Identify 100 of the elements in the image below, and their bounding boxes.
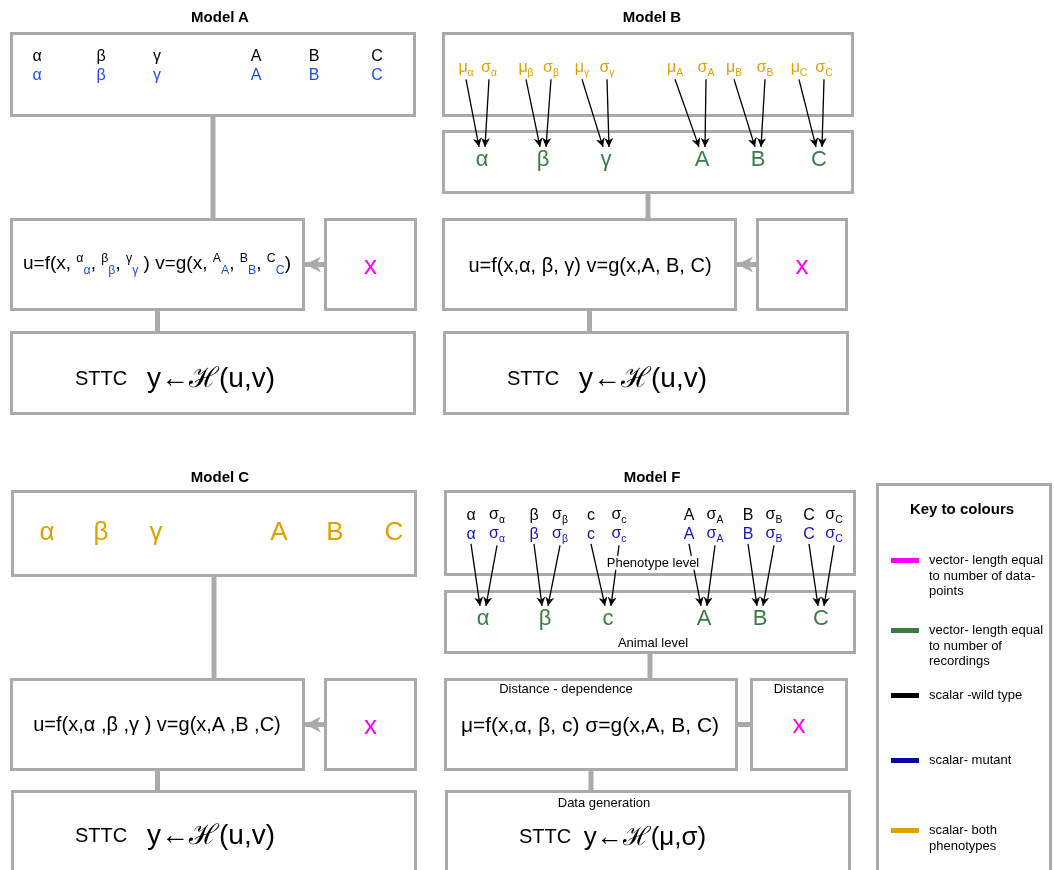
parameter-symbol: β	[538, 605, 552, 631]
parameter-symbol: A	[683, 525, 695, 543]
output-box	[445, 790, 851, 870]
formula-text: y←ℋ(u,v)	[147, 819, 275, 851]
connector-line	[155, 771, 160, 790]
parameter-box	[442, 32, 854, 117]
parameter-symbol: C	[371, 47, 383, 65]
legend-text: scalar -wild type	[929, 687, 1024, 703]
arrow	[590, 543, 608, 607]
parameter-symbol: c	[602, 605, 614, 631]
parameter-symbol: B	[308, 66, 320, 84]
variable-symbol: x	[795, 250, 809, 279]
arrow	[542, 78, 552, 148]
parameter-symbol: μ$_{C}$	[790, 57, 808, 79]
parameter-symbol: σ$_{A}$	[706, 523, 724, 545]
formula-box	[10, 218, 305, 311]
parameter-box	[11, 490, 417, 577]
arrow	[607, 544, 620, 607]
parameter-symbol: σ$_{A}$	[697, 57, 715, 79]
parameter-symbol: μ$_{γ}$	[574, 57, 590, 79]
arrow	[817, 78, 827, 148]
formula-text: y←ℋ(μ,σ)	[583, 821, 707, 851]
connector-line	[588, 771, 594, 790]
level-label: Phenotype level	[606, 555, 700, 571]
parameter-symbol: σ$_{β}$	[543, 57, 559, 79]
arrow	[470, 543, 484, 607]
parameter-symbol: C	[384, 516, 404, 546]
connector-line	[587, 311, 592, 331]
parameter-symbol: A	[696, 605, 712, 631]
parameter-symbol: σ$_{C}$	[815, 57, 833, 79]
arrow	[737, 256, 756, 273]
parameter-symbol: σ$_{C}$	[825, 523, 843, 545]
arrow	[545, 544, 561, 607]
parameter-symbol: β	[96, 66, 106, 84]
legend-text: vector- length equal to number of data-points	[929, 552, 1045, 599]
arrow	[808, 543, 822, 607]
output-box	[443, 331, 849, 415]
section-heading: Distance - dependence	[499, 681, 633, 697]
parameter-symbol: B	[742, 506, 754, 524]
heading: Model C	[190, 468, 250, 485]
parameter-symbol: γ	[153, 66, 161, 84]
arrow	[525, 78, 543, 148]
parameter-symbol: γ	[153, 47, 161, 65]
parameter-symbol: σ$_{B}$	[756, 57, 774, 79]
parameter-symbol: C	[803, 506, 815, 524]
parameter-symbol: C	[803, 525, 815, 543]
parameter-symbol: α	[32, 47, 42, 65]
arrow	[798, 78, 819, 148]
output-label: STTC	[74, 367, 128, 389]
arrow	[674, 78, 701, 148]
parameter-symbol: σ$_{α}$	[481, 57, 497, 79]
formula-box	[444, 678, 738, 771]
arrow	[581, 78, 605, 148]
parameter-symbol: σ$_{B}$	[765, 504, 783, 526]
heading: Model F	[623, 468, 681, 485]
parameter-symbol: A	[250, 66, 262, 84]
parameter-symbol: μ$_{B}$	[725, 57, 743, 79]
arrow	[305, 716, 324, 733]
parameter-symbol: C	[371, 66, 383, 84]
arrow	[604, 78, 614, 148]
parameter-symbol: C	[811, 146, 827, 172]
arrow	[733, 78, 757, 148]
parameter-symbol: B	[326, 516, 344, 546]
arrow	[700, 78, 710, 148]
parameter-symbol: β	[93, 516, 109, 546]
parameter-symbol: β	[536, 146, 550, 172]
parameter-symbol: γ	[149, 516, 163, 546]
arrow	[533, 543, 546, 607]
formula-text: μ=f(x,α, β, c) σ=g(x,A, B, C)	[460, 713, 720, 737]
parameter-symbol: c	[587, 506, 595, 524]
legend-text: scalar- mutant	[929, 752, 1013, 768]
parameter-symbol: c	[587, 525, 595, 543]
connector-line	[210, 117, 216, 218]
parameter-symbol: α	[475, 146, 489, 172]
arrow	[483, 544, 498, 607]
parameter-symbol: A	[694, 146, 710, 172]
variable-symbol: x	[364, 710, 377, 739]
section-heading: Distance	[773, 681, 825, 697]
parameter-symbol: γ	[600, 146, 612, 172]
parameter-symbol: α	[466, 525, 476, 543]
parameter-symbol: μ$_{A}$	[666, 57, 684, 79]
arrow	[688, 543, 704, 607]
input-box	[324, 678, 417, 771]
arrow	[760, 544, 775, 607]
arrow	[481, 78, 490, 148]
parameter-symbol: σ$_{C}$	[825, 504, 843, 526]
parameter-box	[442, 130, 854, 194]
input-box	[324, 218, 417, 311]
formula-box	[442, 218, 737, 311]
parameter-symbol: β	[529, 506, 539, 524]
output-box	[11, 790, 417, 870]
output-label: STTC	[506, 367, 560, 389]
parameter-symbol: A	[270, 516, 288, 546]
legend-text: vector- length equal to number of recordings	[929, 622, 1045, 669]
output-label: STTC	[74, 824, 128, 846]
arrow	[305, 256, 324, 273]
output-box	[10, 331, 416, 415]
formula-text: y←ℋ(u,v)	[579, 362, 707, 394]
input-box	[756, 218, 848, 311]
connector-line	[738, 722, 750, 727]
